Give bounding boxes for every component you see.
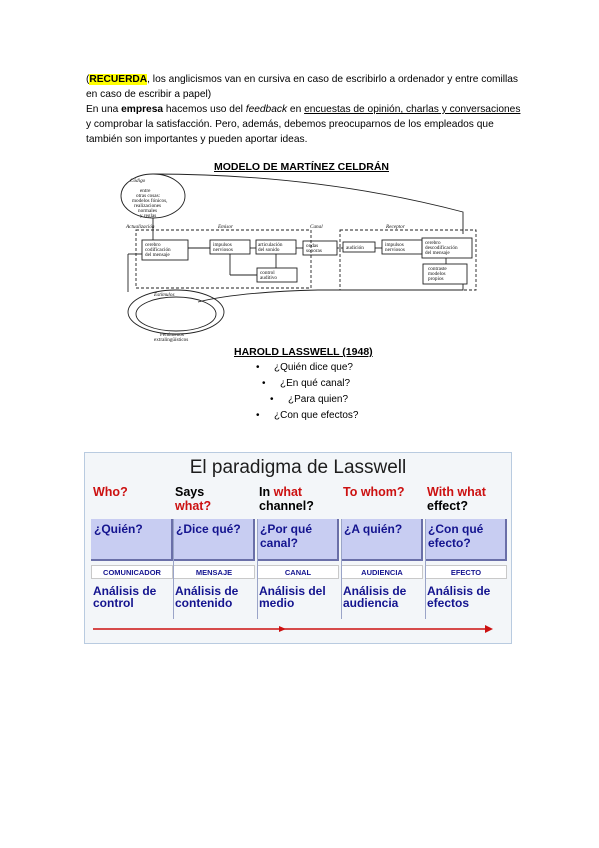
emisor-frame (135, 229, 312, 289)
lasswell-paradigm-figure: El paradigma de Lasswell Who? ¿Quién? CO… (84, 452, 512, 644)
bullet-item: ¿Con que efectos? (256, 408, 359, 424)
intro-note: (RECUERDA, los anglicismos van en cursiv… (86, 72, 526, 102)
impulsos1-1: impulsos (213, 242, 232, 248)
column-divider (341, 519, 342, 619)
cerebro-cod-3: del mensaje (145, 252, 170, 258)
cerebro-decod-3: del mensaje (425, 250, 450, 256)
cerebro-decod-1: cerebro (425, 240, 441, 246)
control-1: control (260, 270, 275, 276)
arrow-mid-icon (279, 626, 286, 632)
fenomenos-1: Fenómenos (160, 332, 184, 338)
codigo-label: Código (130, 178, 146, 184)
column-divider (257, 519, 258, 619)
bullet-item: ¿Quién dice que? (256, 360, 359, 376)
cerebro-cod-2: codificación (145, 246, 171, 253)
receptor-label: Receptor (385, 224, 406, 230)
recuerda-highlight: RECUERDA (89, 74, 148, 85)
diagram-title: MODELO DE MARTÍNEZ CELDRÁN (214, 161, 389, 173)
impulsos1-2: nerviosos (213, 247, 233, 253)
p2-feedback: feedback (245, 104, 288, 115)
martinez-celdran-diagram: Código entre otras cosas: modelos fónico… (120, 173, 477, 343)
audicion-text: audición (346, 245, 364, 251)
top-loop (152, 173, 464, 234)
question-es-box: ¿Dice qué? (173, 519, 255, 561)
fenomenos-ellipse (135, 296, 217, 332)
contraste-1: contraste (428, 266, 447, 272)
arrow-head-icon (485, 625, 493, 633)
codigo-line-1: entre (140, 188, 151, 194)
articulacion-1: articulación (258, 242, 283, 248)
contraste-2: modelos (428, 271, 446, 277)
question-en-to-whom: To whom? (343, 485, 405, 499)
cerebro-decod-2: descodificación (425, 244, 458, 251)
estimulos-label: Estímulos (153, 292, 174, 298)
role-label: EFECTO (425, 565, 507, 579)
cerebro-cod-box (141, 239, 189, 261)
question-es-box: ¿Por qué canal? (257, 519, 339, 561)
lasswell-bullets: ¿Quién dice que? ¿En qué canal? ¿Para qu… (250, 360, 359, 424)
p2-text-b: hacemos uso del (163, 104, 246, 115)
codigo-line-6: y reglas (140, 213, 156, 219)
actualizacion-label: Actualización (125, 224, 155, 230)
paradigm-title: El paradigma de Lasswell (189, 457, 407, 478)
audicion-box (342, 241, 376, 253)
note-text: , los anglicismos van en cursiva en caso… (86, 74, 519, 100)
codigo-line-2: otras cosas: (136, 193, 161, 199)
question-es-box: ¿Quién? (91, 519, 173, 561)
ondas-1: ondas (306, 243, 318, 249)
codigo-line-4: realizaciones (134, 203, 161, 209)
bullet-item: ¿En qué canal? (262, 376, 359, 392)
fenomenos-2: extralingüísticos (154, 337, 188, 343)
intro-paragraph: En una empresa hacemos uso del feedback … (86, 102, 526, 147)
role-label: COMUNICADOR (91, 565, 173, 579)
p2-empresa: empresa (121, 104, 164, 115)
control-2: auditivo (260, 275, 277, 281)
contraste-box (422, 263, 468, 285)
emisor-label: Emisor (217, 224, 234, 230)
role-label: CANAL (257, 565, 339, 579)
cerebro-cod-1: cerebro (145, 242, 161, 248)
p2-encuestas: encuestas de opinión, charlas y conversa… (304, 104, 521, 115)
question-es-box: ¿Con qué efecto? (425, 519, 507, 561)
contraste-3: propios (428, 276, 444, 282)
timeline-arrow (93, 625, 493, 633)
codigo-line-3: modelos fónicos, (132, 197, 167, 204)
articulacion-2: del sonido (258, 247, 280, 253)
impulsos2-2: nerviosos (385, 247, 405, 253)
p2-text-a: En una (86, 104, 122, 115)
canal-label: Canal (310, 224, 323, 230)
role-label: AUDIENCIA (341, 565, 423, 579)
estimulos-ellipse (127, 289, 225, 335)
ondas-2: sonoras (306, 248, 322, 254)
lasswell-heading: HAROLD LASSWELL (1948) (234, 346, 373, 358)
column-divider (425, 519, 426, 619)
role-label: MENSAJE (173, 565, 255, 579)
question-es-box: ¿A quién? (341, 519, 423, 561)
impulsos2-1: impulsos (385, 242, 404, 248)
receptor-frame (339, 229, 477, 291)
p2-text-d: y comprobar la satisfacción. Pero, ademá… (86, 119, 494, 145)
column-divider (173, 519, 174, 619)
cerebro-decod-box (421, 237, 473, 259)
p2-text-c: en (287, 104, 305, 115)
open-paren: ( (86, 74, 90, 85)
bullet-item: ¿Para quien? (270, 392, 359, 408)
question-en-who: Who? (93, 485, 128, 499)
codigo-line-5: normales (138, 208, 157, 214)
